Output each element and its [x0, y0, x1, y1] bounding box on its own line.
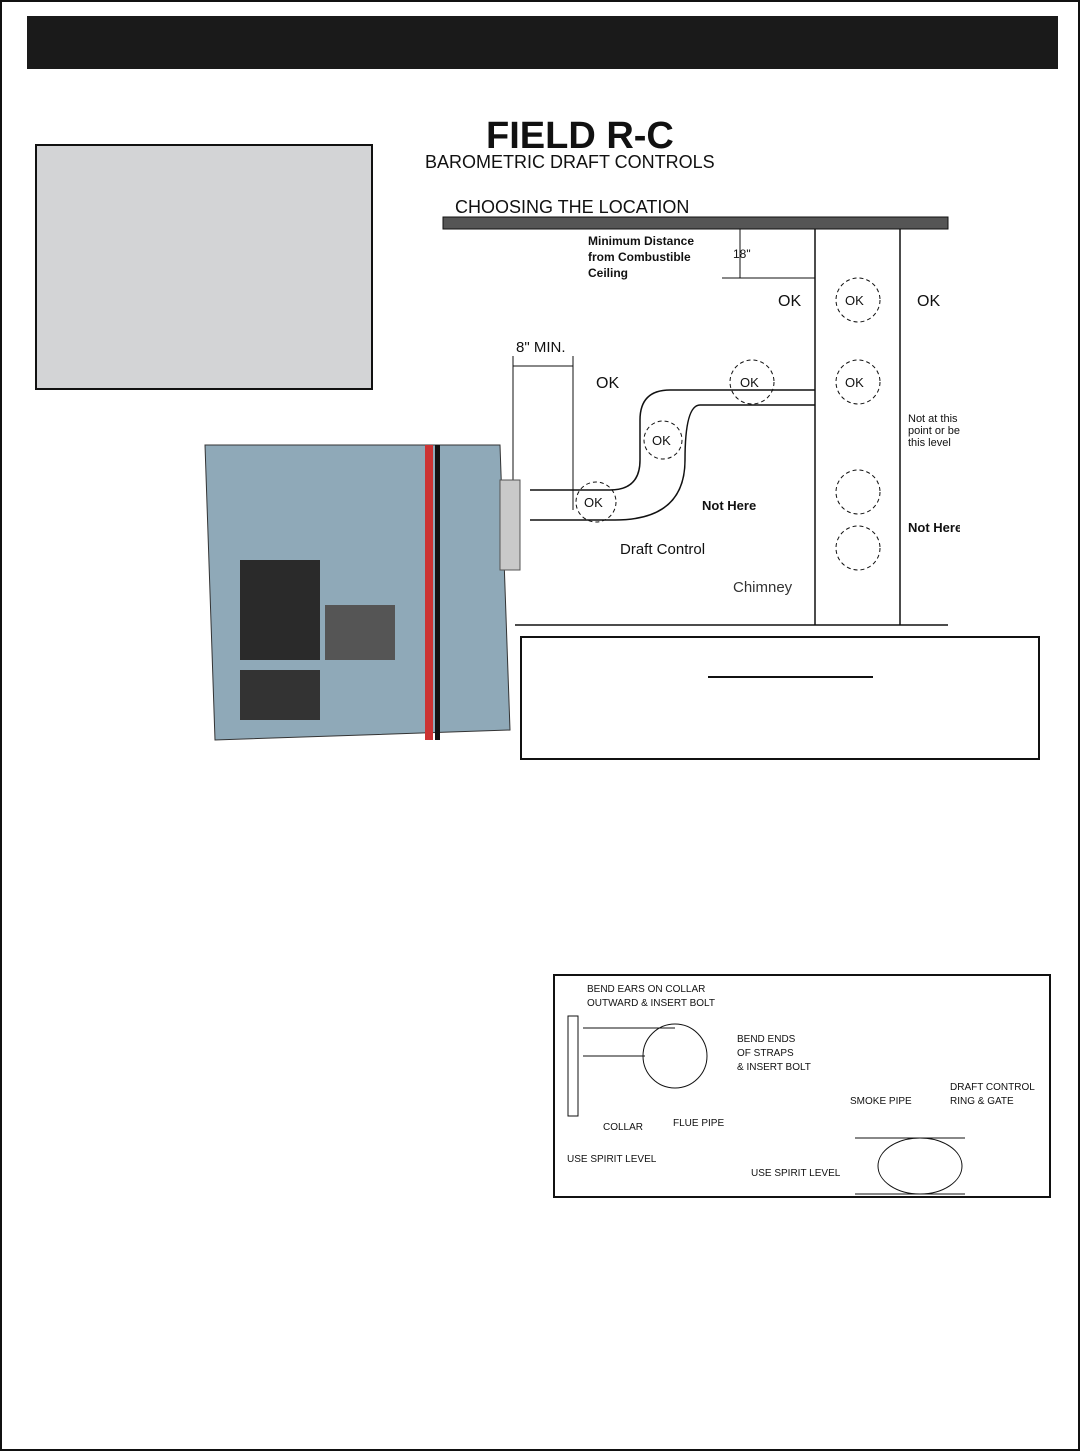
info-box — [35, 144, 373, 390]
header-bar — [27, 16, 1058, 69]
not-at-point-label-1: Not at this — [908, 413, 958, 425]
ceiling-label-2: from Combustible — [588, 250, 691, 264]
ok-circle-horizontal — [729, 359, 775, 405]
ceiling-label-3: Ceiling — [588, 266, 628, 280]
not-here-label: Not Here — [702, 498, 756, 513]
notice-underline — [708, 676, 873, 678]
ok-circle-elbow — [643, 420, 683, 460]
ok-label: OK — [845, 293, 864, 308]
not-here-label: Not Here — [908, 520, 960, 535]
smoke-pipe-shape — [877, 1137, 963, 1195]
bend-ends-label-3: & INSERT BOLT — [737, 1062, 811, 1073]
spirit-level-label-2: USE SPIRIT LEVEL — [751, 1168, 841, 1179]
furnace-image — [204, 444, 521, 741]
not-here-circle-upper — [835, 469, 881, 515]
ok-circle-chimney-mid — [835, 359, 881, 405]
bend-ends-label-1: BEND ENDS — [737, 1034, 796, 1045]
ok-label: OK — [740, 375, 759, 390]
installation-diagram-box: BEND EARS ON COLLAR OUTWARD & INSERT BOL… — [553, 974, 1051, 1198]
bend-ears-label-2: OUTWARD & INSERT BOLT — [587, 998, 715, 1009]
ok-circle-draft-control — [575, 481, 617, 523]
diagram-subtitle: BAROMETRIC DRAFT CONTROLS — [425, 152, 715, 172]
diagram-title: FIELD R-C — [486, 115, 674, 157]
ceiling-label-1: Minimum Distance — [588, 234, 694, 248]
ok-label: OK — [778, 293, 801, 310]
not-at-point-label-3: this level — [908, 437, 951, 449]
smoke-pipe-label: SMOKE PIPE — [850, 1096, 912, 1107]
ok-label: OK — [584, 495, 603, 510]
draft-control-label: Draft Control — [620, 541, 705, 558]
min-8-label: 8" MIN. — [516, 339, 566, 356]
not-at-point-label-2: point or below — [908, 425, 960, 437]
bend-ends-label-2: OF STRAPS — [737, 1048, 794, 1059]
bend-ears-label-1: BEND EARS ON COLLAR — [587, 984, 705, 995]
ok-label: OK — [845, 375, 864, 390]
flue-pipe-circle — [642, 1023, 708, 1089]
flue-pipe — [530, 389, 815, 521]
ok-label: OK — [917, 293, 940, 310]
installation-diagram: BEND EARS ON COLLAR OUTWARD & INSERT BOL… — [567, 984, 1035, 1195]
collar-label: COLLAR — [603, 1122, 643, 1133]
draft-ring-label-2: RING & GATE — [950, 1096, 1014, 1107]
ok-label: OK — [652, 433, 671, 448]
ok-circle-chimney-top — [835, 277, 881, 323]
ceiling-beam — [442, 216, 949, 230]
draft-location-diagram: FIELD R-C BAROMETRIC DRAFT CONTROLS CHOO… — [425, 115, 960, 626]
distance-18-label: 18" — [733, 247, 751, 261]
not-here-circle-lower — [835, 525, 881, 571]
spirit-level-label-1: USE SPIRIT LEVEL — [567, 1154, 657, 1165]
diagram-section-title: CHOOSING THE LOCATION — [455, 197, 689, 217]
ok-label: OK — [596, 375, 619, 392]
notice-box — [520, 636, 1040, 760]
flue-pipe-label: FLUE PIPE — [673, 1118, 724, 1129]
draft-ring-label-1: DRAFT CONTROL — [950, 1082, 1035, 1093]
chimney-label: Chimney — [733, 579, 793, 596]
